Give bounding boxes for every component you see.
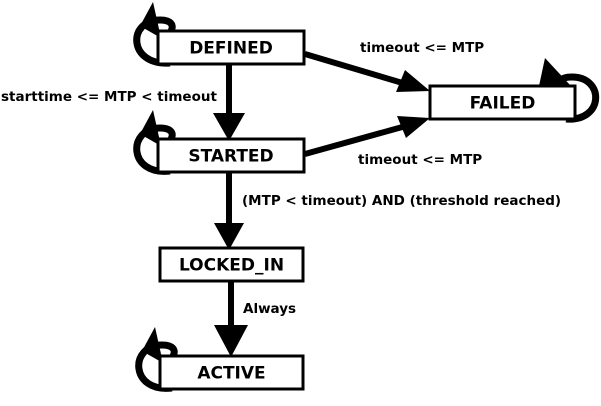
edge-active-self-loop (135, 327, 178, 392)
state-box-defined[interactable] (156, 29, 306, 66)
state-label-started: STARTED (188, 147, 273, 167)
edge-defined-self-loop (133, 2, 176, 67)
edge-started-self-loop (133, 110, 176, 175)
active-self-loop-arrowhead (142, 327, 163, 363)
started-self-loop-arrowhead (140, 110, 161, 146)
defined-failed-line (304, 51, 407, 87)
started-failed-line (304, 123, 407, 157)
edge-label-always: Always (243, 301, 296, 317)
state-label-defined: DEFINED (189, 39, 273, 59)
edge-defined-to-failed (304, 51, 430, 92)
failed-self-loop-arrowhead (539, 58, 570, 86)
state-node-active[interactable]: ACTIVE (158, 354, 305, 391)
state-node-started[interactable]: STARTED (156, 137, 306, 174)
edge-locked-in-to-active (214, 281, 248, 357)
started-lockedin-arrowhead (214, 223, 244, 250)
defined-self-loop-arrowhead (140, 2, 161, 38)
edge-started-to-failed (304, 116, 430, 157)
state-node-failed[interactable]: FAILED (428, 84, 577, 121)
state-label-locked-in: LOCKED_IN (179, 256, 284, 276)
state-node-defined[interactable]: DEFINED (156, 29, 306, 66)
state-box-started[interactable] (156, 137, 306, 174)
edge-label-timeout-condition-bottom: timeout <= MTP (358, 152, 482, 168)
edge-label-threshold-condition: (MTP < timeout) AND (threshold reached) (242, 193, 561, 209)
state-label-failed: FAILED (470, 94, 536, 114)
edge-started-to-locked-in (214, 172, 244, 250)
lockedin-active-arrowhead (214, 325, 248, 357)
state-box-active[interactable] (158, 354, 305, 391)
started-failed-arrowhead (397, 116, 430, 138)
state-node-locked-in[interactable]: LOCKED_IN (158, 246, 305, 283)
edge-label-starttime-condition: starttime <= MTP < timeout (1, 89, 217, 105)
state-box-failed[interactable] (428, 84, 577, 121)
defined-failed-arrowhead (396, 70, 430, 92)
edge-label-timeout-condition-top: timeout <= MTP (360, 40, 484, 56)
edge-failed-self-loop (539, 58, 600, 123)
edge-defined-to-started (213, 64, 245, 141)
defined-started-arrowhead (213, 113, 245, 141)
state-label-active: ACTIVE (197, 364, 265, 384)
state-box-locked-in[interactable] (158, 246, 305, 283)
